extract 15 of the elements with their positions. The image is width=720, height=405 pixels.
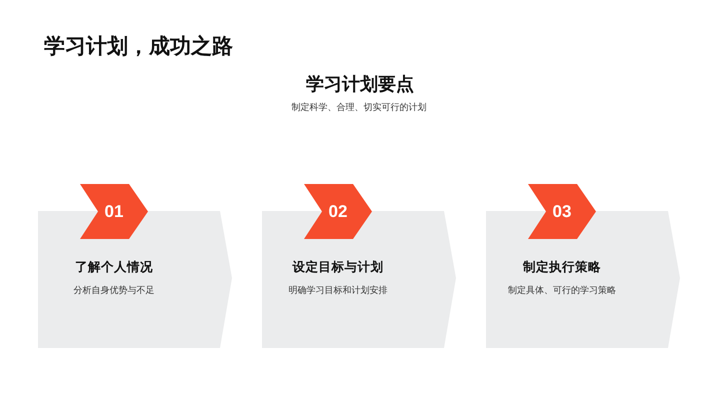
chevron-badge <box>80 184 148 239</box>
step-number: 03 <box>552 202 572 222</box>
step-heading: 制定执行策略 <box>522 259 602 275</box>
slide-title: 学习计划，成功之路 <box>44 34 233 60</box>
section-subtitle: 制定科学、合理、切实可行的计划 <box>292 101 426 113</box>
step-description: 分析自身优势与不足 <box>72 284 156 296</box>
chevron-badge <box>304 184 372 239</box>
step-description: 制定具体、可行的学习策略 <box>507 284 617 296</box>
step-number: 02 <box>328 202 348 222</box>
chevron-badge <box>528 184 596 239</box>
step-description: 明确学习目标和计划安排 <box>288 284 388 296</box>
section-heading: 学习计划要点 <box>306 72 414 96</box>
step-heading: 设定目标与计划 <box>291 259 384 275</box>
step-heading: 了解个人情况 <box>74 259 154 275</box>
step-number: 01 <box>104 202 124 222</box>
